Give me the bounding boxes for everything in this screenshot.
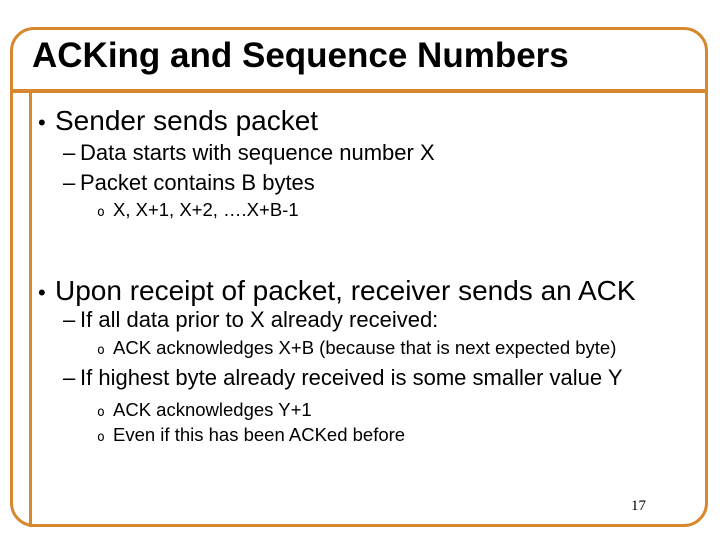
bullet-dot-icon: •	[38, 280, 46, 305]
list-item: –If highest byte already received is som…	[63, 367, 623, 389]
list-item-text: ACK acknowledges X+B (because that is ne…	[113, 337, 617, 358]
list-item: o ACK acknowledges Y+1	[97, 399, 312, 420]
dash-bullet-icon: –	[63, 307, 76, 332]
circle-bullet-icon: o	[97, 405, 105, 420]
slide-title: ACKing and Sequence Numbers	[32, 36, 569, 75]
dash-bullet-icon: –	[63, 170, 76, 195]
list-item: o Even if this has been ACKed before	[97, 424, 406, 445]
slide-frame-border	[10, 27, 708, 527]
circle-bullet-icon: o	[97, 205, 105, 220]
list-item-text: If highest byte already received is some…	[80, 365, 623, 390]
list-item-text: Packet contains B bytes	[80, 170, 315, 195]
list-item-text: Upon receipt of packet, receiver sends a…	[55, 275, 636, 306]
list-item-text: ACK acknowledges Y+1	[113, 399, 312, 420]
list-item-text: Even if this has been ACKed before	[113, 424, 406, 445]
body-left-rule	[29, 91, 32, 527]
list-item-text: If all data prior to X already received:	[80, 307, 439, 332]
list-item: –Packet contains B bytes	[63, 172, 315, 194]
list-item: o X, X+1, X+2, ….X+B-1	[97, 199, 299, 220]
bullet-dot-icon: •	[38, 110, 46, 135]
list-item: –If all data prior to X already received…	[63, 309, 438, 331]
list-item-text: X, X+1, X+2, ….X+B-1	[113, 199, 299, 220]
dash-bullet-icon: –	[63, 140, 76, 165]
list-item: • Sender sends packet	[38, 107, 318, 135]
title-divider-line	[10, 89, 708, 93]
list-item-text: Data starts with sequence number X	[80, 140, 435, 165]
list-item: o ACK acknowledges X+B (because that is n…	[97, 337, 617, 358]
circle-bullet-icon: o	[97, 430, 105, 445]
list-item: • Upon receipt of packet, receiver sends …	[38, 277, 636, 305]
circle-bullet-icon: o	[97, 343, 105, 358]
page-number: 17	[631, 498, 646, 514]
list-item: –Data starts with sequence number X	[63, 142, 435, 164]
dash-bullet-icon: –	[63, 365, 76, 390]
list-item-text: Sender sends packet	[55, 105, 319, 136]
